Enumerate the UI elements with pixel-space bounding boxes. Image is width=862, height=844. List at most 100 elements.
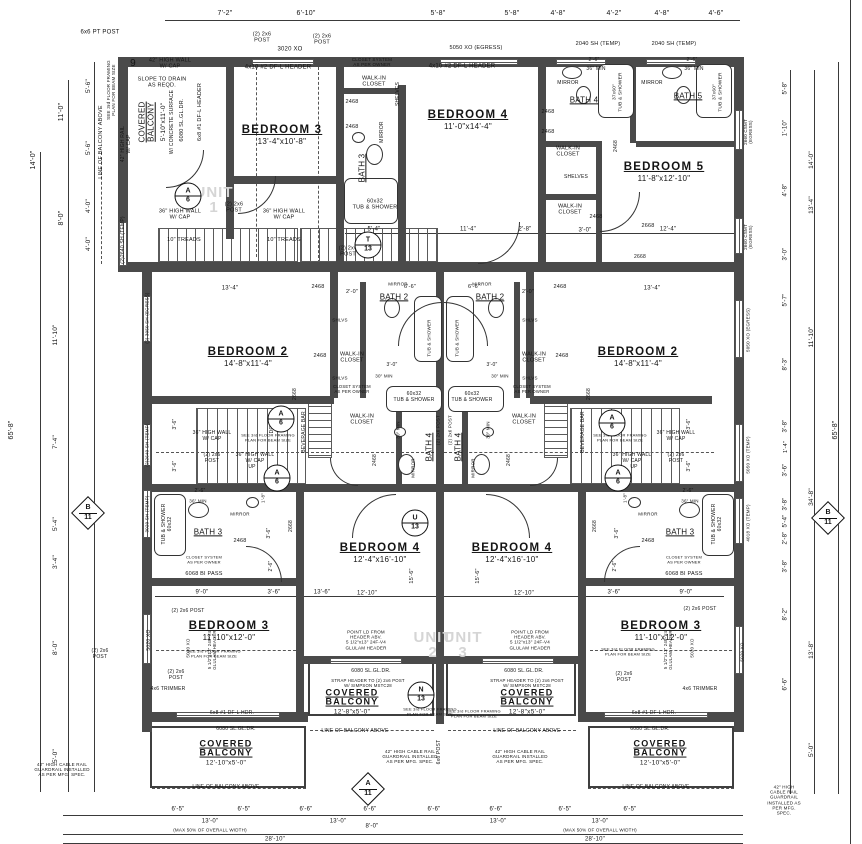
- marker-text: 13: [355, 244, 381, 254]
- wall: [596, 141, 602, 264]
- window: [646, 59, 696, 65]
- annotation: 11'-4": [459, 226, 477, 233]
- stairs: [308, 398, 332, 458]
- annotation: (2) 2x6 POST: [435, 415, 441, 445]
- balcony-outline: [588, 726, 734, 788]
- annotation: 12'-10": [356, 590, 378, 597]
- dimension-line: [814, 70, 815, 794]
- dimension-line: [63, 834, 743, 835]
- annotation: SEE 3rd FLOOR FRAMING PLAN FOR BEAM SIZE: [593, 432, 647, 442]
- wall: [296, 488, 304, 718]
- annotation: 2668: [586, 388, 593, 400]
- wall: [436, 268, 444, 724]
- room-name: BEDROOM 2: [597, 345, 679, 358]
- annotation: SEE 3rd FLOOR FRAMING PLAN FOR BEAM SIZE: [187, 648, 241, 658]
- door-swing: [246, 546, 282, 582]
- annotation: BEVERAGE BAR: [580, 411, 587, 453]
- annotation: 36" HIGH WALL W/ CAP: [262, 208, 306, 221]
- dimension-line: [63, 815, 743, 816]
- annotation: BATH 5: [673, 91, 703, 101]
- annotation: 5'-0": [808, 743, 816, 757]
- window: [556, 59, 606, 65]
- door-swing: [398, 302, 442, 346]
- annotation: 42" HIGH CABLE RAIL GUARDRAIL INSTALLED …: [767, 784, 801, 816]
- annotation: 8'-3": [782, 357, 789, 371]
- annotation: 5'-4": [367, 226, 381, 233]
- annotation: 3020 XO: [277, 46, 303, 53]
- dashed-line: [156, 650, 296, 651]
- annotation: BEVERAGE BAR: [301, 411, 308, 453]
- annotation: 6x6 POST: [436, 739, 443, 765]
- annotation: LINE OF BALCONY ABOVE: [192, 784, 260, 791]
- dimension-line: [155, 596, 436, 597]
- wall: [336, 65, 344, 264]
- annotation: 3'-6": [607, 589, 621, 596]
- annotation: 6080 SL.GL.DR.: [216, 726, 256, 733]
- annotation: 2668: [292, 388, 299, 400]
- annotation: SEE 3rd FLOOR FRAMING PLAN FOR BEAM SIZE: [601, 646, 655, 656]
- wall: [226, 57, 234, 239]
- toilet-fixture: [366, 144, 383, 165]
- annotation: 5050 XO (TEMP): [745, 436, 751, 474]
- wall: [462, 396, 468, 488]
- annotation: 3'-6": [686, 418, 693, 430]
- dimension-line: [165, 20, 740, 21]
- room-dimensions: 12'-4"x16'-10": [485, 555, 539, 565]
- door-swing: [330, 458, 358, 486]
- annotation: SHLVS: [522, 375, 538, 381]
- annotation: 2'-8": [782, 531, 789, 545]
- annotation: 6x6 PT POST: [80, 29, 120, 36]
- annotation: 2468: [541, 108, 555, 115]
- annotation: TUB & SHOWER 60x32: [161, 503, 173, 545]
- annotation: 36" MIN: [681, 498, 699, 504]
- annotation: 6'-5": [623, 806, 637, 813]
- annotation: (2) 2x6 POST: [683, 606, 717, 613]
- annotation: 13'-0": [329, 818, 347, 825]
- annotation: MIRROR: [470, 458, 476, 478]
- annotation: 3'-8": [782, 497, 789, 511]
- room-dimensions: 12'-8"x5'-0": [508, 708, 546, 716]
- annotation: 4'-8": [654, 9, 670, 17]
- annotation: 4'-8": [550, 9, 566, 17]
- annotation: 2468: [313, 352, 327, 359]
- annotation: 2468: [233, 537, 247, 544]
- annotation: 2468: [345, 98, 359, 105]
- annotation: CLOSET SYSTEM AS PER OWNER: [333, 384, 371, 394]
- annotation: 5'-6": [85, 141, 93, 155]
- window: [735, 110, 743, 150]
- sink-fixture: [246, 497, 259, 508]
- annotation: LINE OF BALCONY ABOVE: [321, 728, 389, 735]
- wall: [118, 262, 744, 272]
- annotation: 3'-8": [782, 419, 789, 433]
- annotation: 2040 SH (TEMP): [651, 40, 697, 47]
- annotation: CLOSET SYSTEM AS PER OWNER: [513, 384, 551, 394]
- marker-text: N: [418, 686, 424, 694]
- annotation: 36" HIGH WALL W/ CAP: [235, 452, 275, 464]
- dashed-line: [310, 730, 434, 731]
- bathtub-fixture: [386, 386, 442, 412]
- annotation: MIRROR: [379, 121, 386, 143]
- annotation: 6080 SL.GL.DR.: [351, 668, 391, 675]
- bathtub-fixture: [448, 386, 504, 412]
- annotation: 5'-6": [85, 79, 93, 93]
- annotation: 65'-8": [7, 420, 15, 440]
- annotation: 4'-2": [606, 9, 622, 17]
- annotation: 3'-6": [172, 418, 179, 430]
- room-dimensions: 12'-10"x5'-0": [639, 759, 681, 767]
- annotation: 42" HIGH CABLE RAIL GUARDRAIL INSTALLED …: [34, 762, 90, 778]
- door-swing: [604, 546, 640, 582]
- annotation: 2468: [506, 454, 513, 466]
- dashed-line: [448, 730, 576, 731]
- annotation: 5'-8": [782, 81, 789, 95]
- annotation: 5'-7": [782, 293, 789, 307]
- annotation: 9: [130, 58, 136, 70]
- annotation: BATH 2: [475, 292, 505, 302]
- annotation: 2'-6": [612, 560, 619, 572]
- annotation: 2'-6": [588, 57, 600, 64]
- annotation: WALK-IN CLOSET: [361, 75, 387, 88]
- annotation: 2668: [592, 520, 599, 532]
- annotation: 2468: [589, 213, 603, 220]
